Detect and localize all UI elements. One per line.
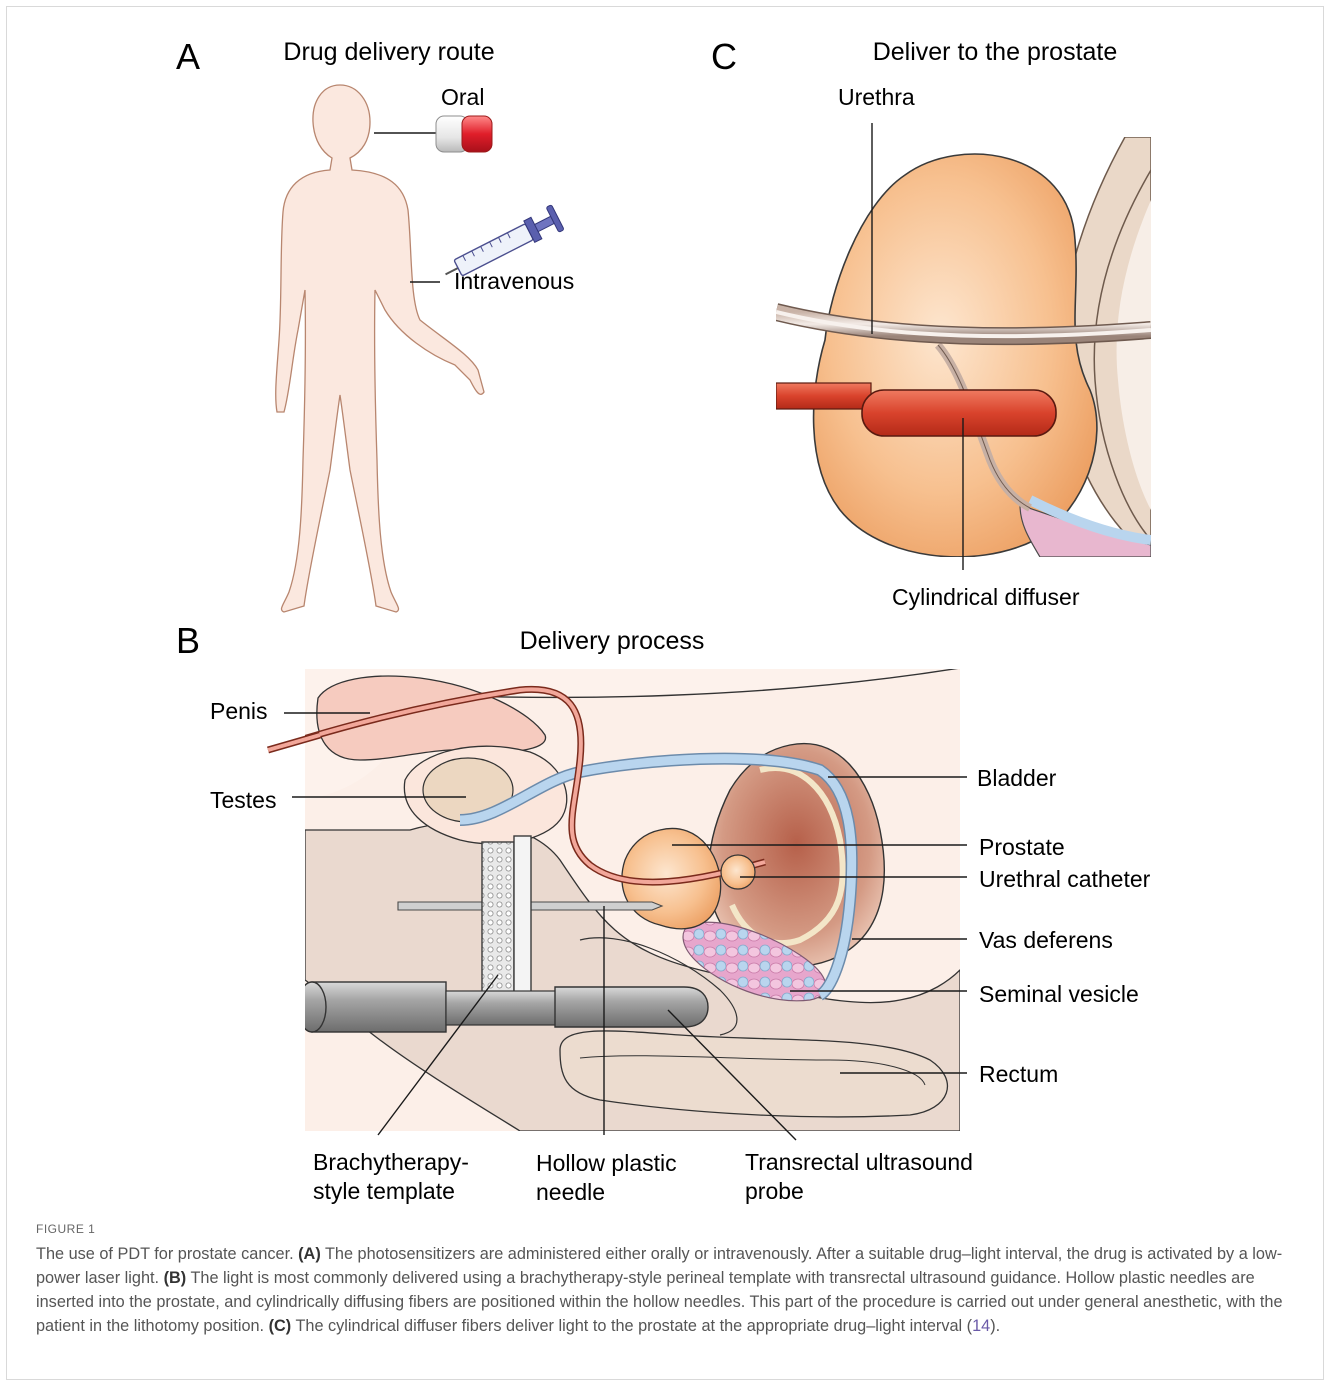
human-figure-icon bbox=[276, 85, 484, 612]
caption-c-tag: (C) bbox=[269, 1317, 292, 1335]
label-seminal-vesicle: Seminal vesicle bbox=[979, 981, 1139, 1007]
caption-intro: The use of PDT for prostate cancer. bbox=[36, 1245, 298, 1263]
pelvic-cross-section-illustration bbox=[268, 668, 960, 1131]
label-bladder: Bladder bbox=[977, 765, 1057, 791]
panel-c-title: Deliver to the prostate bbox=[873, 38, 1118, 66]
label-penis: Penis bbox=[210, 698, 268, 724]
label-testes: Testes bbox=[210, 787, 276, 813]
reference-link-14[interactable]: 14 bbox=[972, 1317, 990, 1335]
panel-a-letter: A bbox=[176, 36, 200, 77]
capsule-icon bbox=[436, 116, 492, 152]
figure-label: FIGURE 1 bbox=[36, 1222, 1298, 1236]
label-urethral-catheter: Urethral catheter bbox=[979, 866, 1151, 892]
label-intravenous: Intravenous bbox=[454, 268, 574, 294]
label-cylindrical-diffuser: Cylindrical diffuser bbox=[892, 584, 1080, 610]
label-oral: Oral bbox=[441, 84, 484, 110]
panel-b-letter: B bbox=[176, 620, 200, 661]
panel-b-title: Delivery process bbox=[520, 627, 705, 655]
label-probe-line2: probe bbox=[745, 1178, 804, 1204]
label-probe-line1: Transrectal ultrasound bbox=[745, 1149, 973, 1175]
label-urethra: Urethra bbox=[838, 84, 915, 110]
label-template-line2: style template bbox=[313, 1178, 455, 1204]
label-needle-line1: Hollow plastic bbox=[536, 1150, 677, 1176]
figure-illustration: A Drug delivery route Oral Intravenous C… bbox=[0, 0, 1330, 1215]
ref-close: ). bbox=[990, 1317, 1000, 1335]
caption-text: The use of PDT for prostate cancer. (A) … bbox=[36, 1242, 1298, 1338]
label-template-line1: Brachytherapy- bbox=[313, 1149, 469, 1175]
label-prostate: Prostate bbox=[979, 834, 1065, 860]
label-rectum: Rectum bbox=[979, 1061, 1058, 1087]
caption-c-text: The cylindrical diffuser fibers deliver … bbox=[291, 1317, 966, 1335]
panel-c-letter: C bbox=[711, 36, 737, 77]
figure-caption: FIGURE 1 The use of PDT for prostate can… bbox=[36, 1222, 1298, 1338]
label-needle-line2: needle bbox=[536, 1179, 605, 1205]
panel-a-title: Drug delivery route bbox=[283, 38, 494, 66]
caption-a-tag: (A) bbox=[298, 1245, 321, 1263]
caption-b-tag: (B) bbox=[164, 1269, 187, 1287]
label-vas-deferens: Vas deferens bbox=[979, 927, 1113, 953]
